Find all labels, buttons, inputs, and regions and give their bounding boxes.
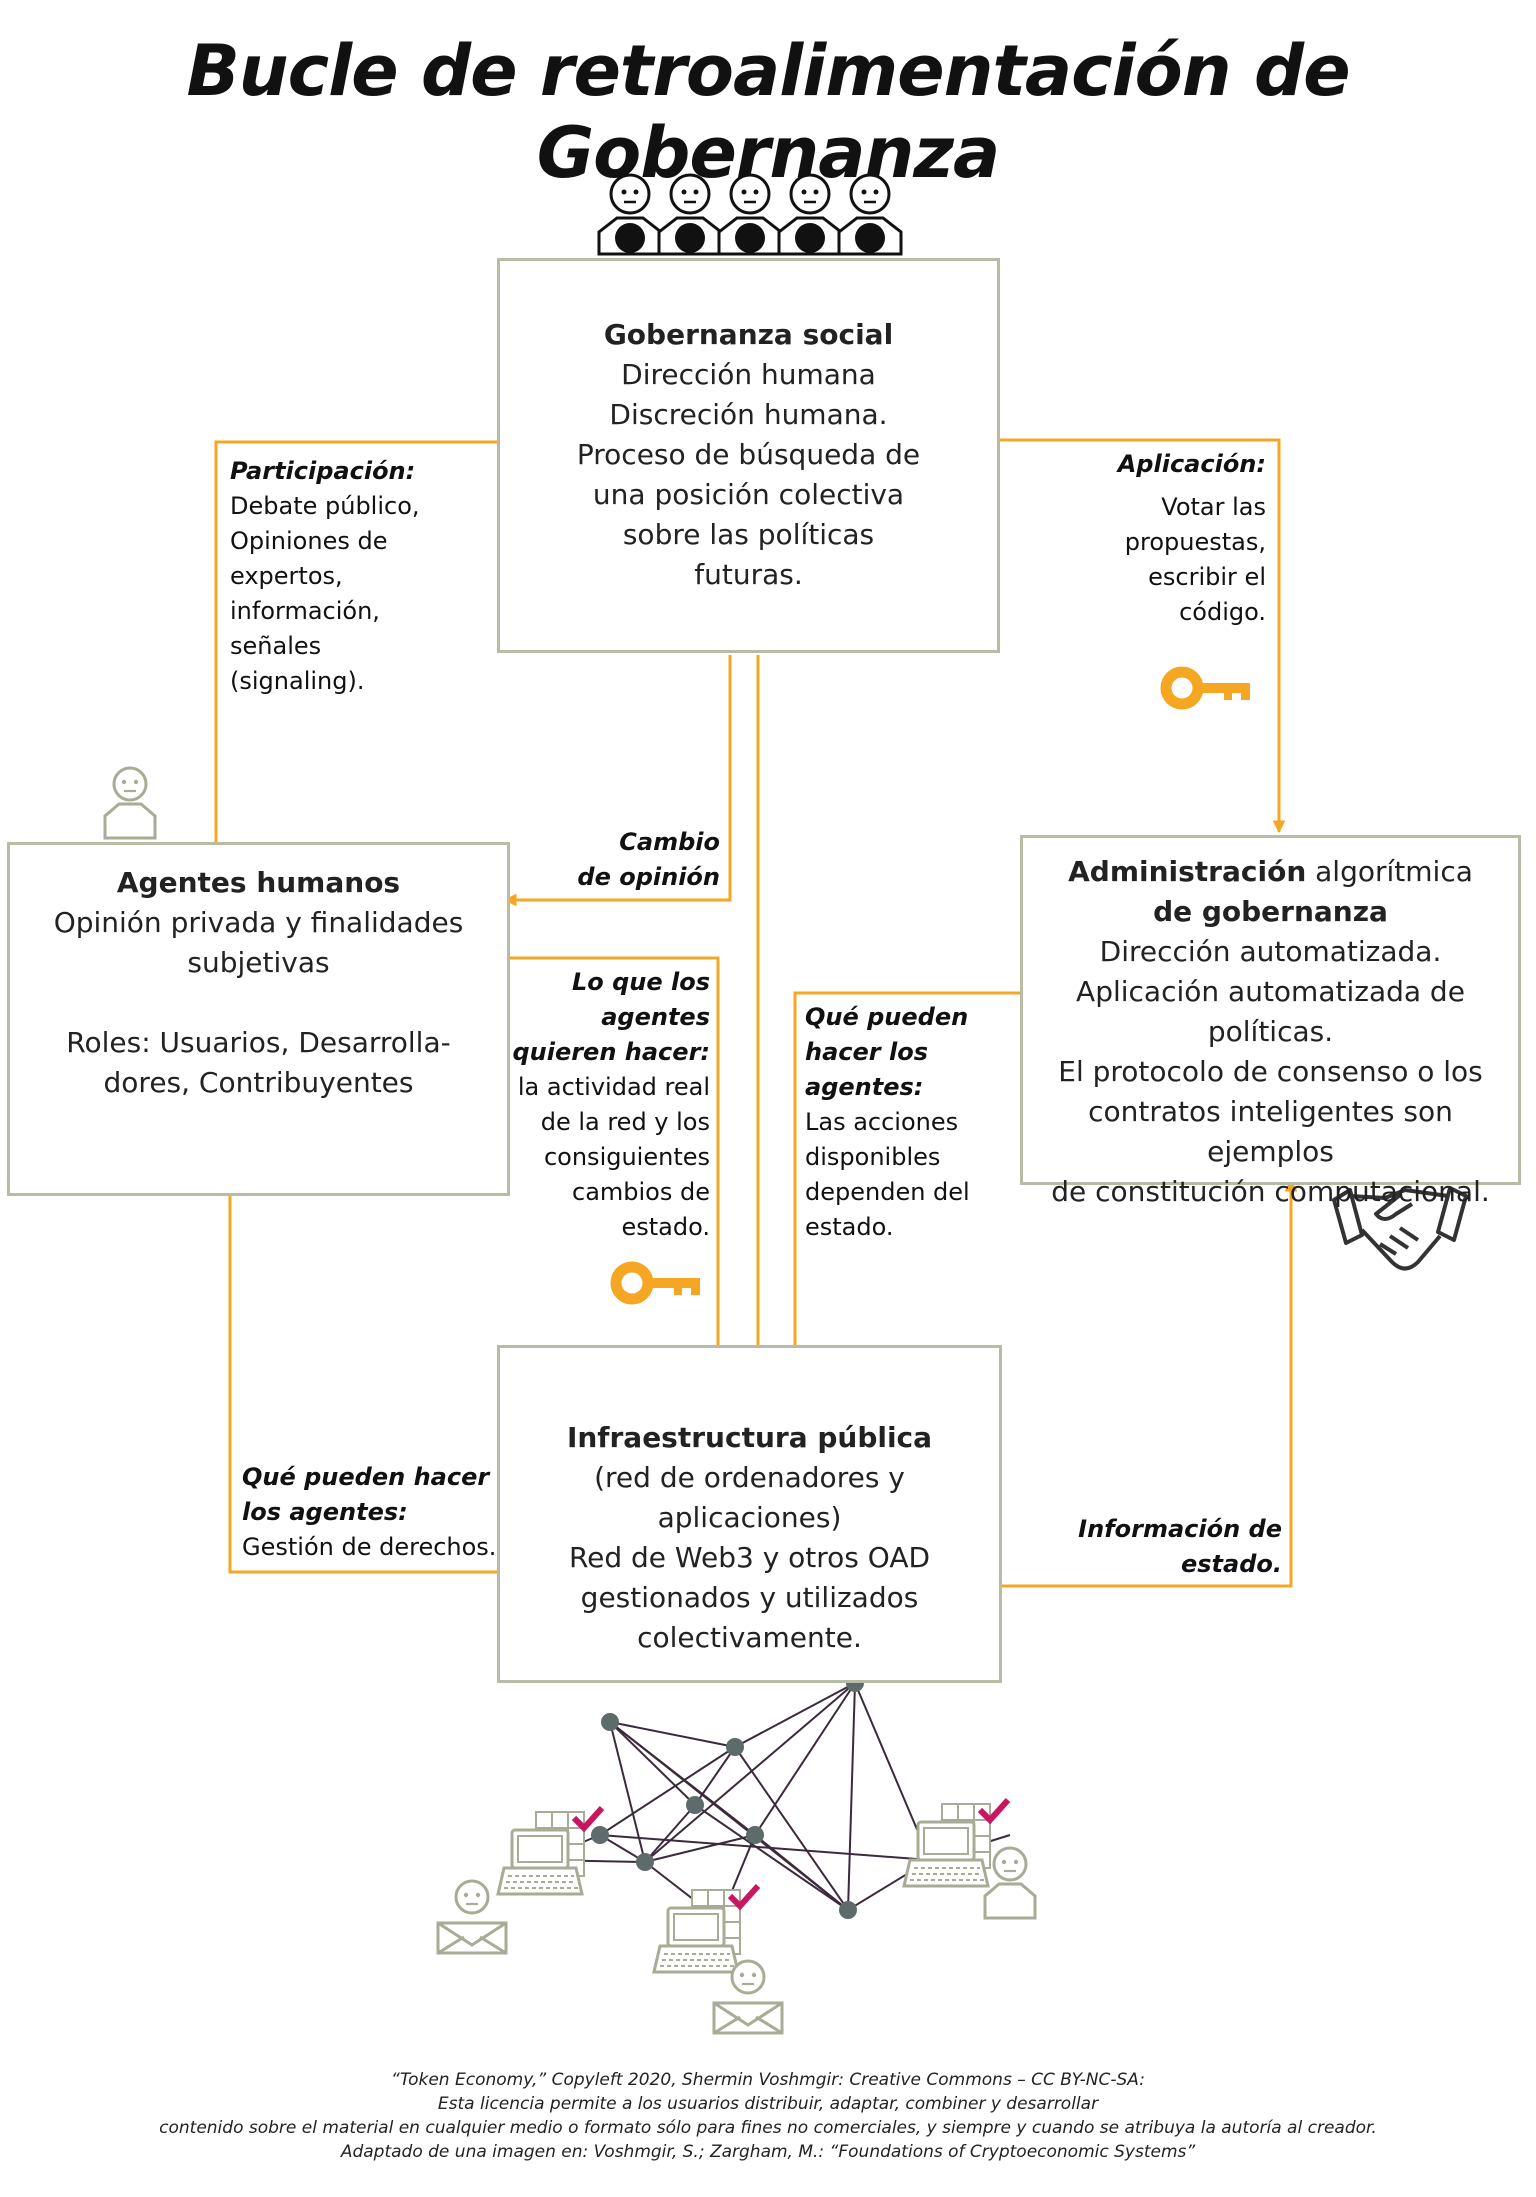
arrow-pueden-right	[788, 991, 1020, 1367]
box-line	[10, 983, 507, 1023]
box-title-line2: de gobernanza	[1153, 895, 1388, 928]
person-icon	[103, 766, 157, 840]
box-line: (red de ordenadores y	[594, 1461, 905, 1494]
box-line: Discreción humana.	[609, 398, 888, 431]
box-line: Red de Web3 y otros OAD	[568, 1541, 931, 1574]
box-title: Administración algorítmica	[1068, 855, 1473, 888]
label-cambio-opinion: Cambio de opinión	[577, 828, 720, 891]
credit-footer: “Token Economy,” Copyleft 2020, Shermin …	[0, 2068, 1536, 2164]
page-title: Bucle de retroalimentación de Gobernanza	[186, 30, 1350, 194]
credit-line: Esta licencia permite a los usuarios dis…	[437, 2094, 1099, 2114]
box-title: Gobernanza social	[603, 318, 894, 351]
box-line: Dirección humana	[621, 358, 876, 391]
credit-line: contenido sobre el material en cualquier…	[159, 2118, 1377, 2138]
label-participacion: Participación: Debate público, Opiniones…	[230, 457, 420, 695]
box-line: una posición colectiva	[592, 478, 905, 511]
box-title: Infraestructura pública	[566, 1421, 933, 1454]
box-line: colectivamente.	[637, 1621, 862, 1654]
box-line: subjetivas	[187, 946, 330, 979]
box-infraestructura-publica: Infraestructura pública (red de ordenado…	[497, 1345, 1002, 1683]
people-group-icon	[597, 173, 903, 256]
arrow-pueden-left	[223, 1168, 500, 1574]
label-lo-que-quieren: Lo que los agentes quieren hacer: la act…	[512, 968, 710, 1241]
box-line: dores, Contribuyentes	[103, 1066, 414, 1099]
arrow-quieren	[508, 956, 725, 1414]
laptop-icon	[654, 1886, 758, 1972]
credit-line: Adaptado de una imagen en: Voshmgir, S.;…	[340, 2142, 1196, 2162]
laptop-icon	[904, 1800, 1008, 1886]
box-title: Agentes humanos	[116, 866, 401, 899]
arrow-informacion	[1000, 1178, 1298, 1588]
credit-line: “Token Economy,” Copyleft 2020, Shermin …	[391, 2070, 1145, 2090]
box-line: gestionados y utilizados	[580, 1581, 919, 1614]
person-icon	[983, 1846, 1037, 1920]
box-line: contratos inteligentes son ejemplos	[1088, 1095, 1453, 1168]
label-que-pueden-izquierda: Qué pueden hacer los agentes: Gestión de…	[242, 1463, 497, 1561]
box-line: de constitución computacional.	[1051, 1175, 1490, 1208]
box-administracion-algoritmica: Administración algorítmica de gobernanza…	[1020, 835, 1521, 1208]
box-line: futuras.	[694, 558, 803, 591]
arrow-aplicacion	[1000, 438, 1286, 834]
box-line: Proceso de búsqueda de	[576, 438, 921, 471]
box-line: El protocolo de consenso o los	[1058, 1055, 1483, 1088]
laptop-icon	[498, 1808, 602, 1894]
box-line: Roles: Usuarios, Desarrolla-	[66, 1026, 451, 1059]
label-aplicacion: Aplicación: Votar las propuestas, escrib…	[1117, 450, 1266, 626]
key-icon	[616, 1267, 700, 1299]
box-line: sobre las políticas	[622, 518, 875, 551]
key-icon	[1166, 672, 1250, 704]
box-agentes-humanos: Agentes humanos Opinión privada y finali…	[7, 842, 510, 1196]
box-line: Dirección automatizada.	[1099, 935, 1442, 968]
box-line: Opinión privada y finalidades	[53, 906, 464, 939]
box-line: aplicaciones)	[657, 1501, 842, 1534]
box-line: Aplicación automatizada de	[1076, 975, 1465, 1008]
box-line: políticas.	[1207, 1015, 1334, 1048]
handshake-icon	[1332, 1186, 1468, 1271]
box-gobernanza-social: Gobernanza social Dirección humana Discr…	[497, 258, 1000, 653]
person-envelope-icon	[436, 1879, 508, 1955]
label-que-pueden-derecha: Qué pueden hacer los agentes: Las accion…	[805, 1003, 970, 1241]
arrow-participacion	[214, 435, 514, 842]
arrow-cambio	[503, 655, 732, 907]
label-informacion-estado: Información de estado.	[1078, 1515, 1282, 1578]
